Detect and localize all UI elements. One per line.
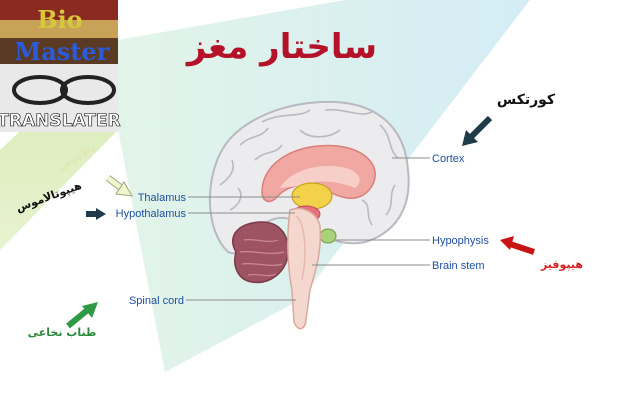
label-hypothalamus: Hypothalamus — [116, 208, 187, 220]
fa-hypophysis: هیپوفیز — [540, 258, 583, 271]
thalamus-shape — [291, 182, 333, 210]
cortex-arrow-icon — [462, 115, 493, 146]
label-spinal-cord: Spinal cord — [129, 295, 184, 307]
hypophysis-arrow-icon — [500, 236, 535, 255]
label-hypophysis: Hypophysis — [432, 235, 489, 247]
spinal-arrow-icon — [66, 302, 98, 329]
fa-cortex: کورتکس — [497, 92, 556, 108]
hypothalamus-arrow-icon — [86, 208, 106, 220]
logo-line2: Master — [15, 37, 110, 66]
gyri-lines — [219, 108, 399, 226]
label-brain-stem: Brain stem — [432, 260, 485, 272]
brain-illustration — [208, 100, 410, 330]
label-thalamus: Thalamus — [138, 192, 187, 204]
leader-lines — [186, 157, 430, 301]
logo-line1: Bio — [37, 5, 82, 34]
hypophysis-shape — [319, 228, 337, 244]
page-title: ساختار مغز — [185, 27, 377, 67]
label-cortex: Cortex — [432, 153, 465, 165]
thalamus-arrow-icon — [105, 175, 133, 197]
fa-spinal-cord: طناب نخاعی — [28, 326, 97, 339]
logo-line3: TRANSLATER — [0, 111, 121, 131]
bio-master-logo: Bio Master TRANSLATER — [0, 0, 121, 132]
